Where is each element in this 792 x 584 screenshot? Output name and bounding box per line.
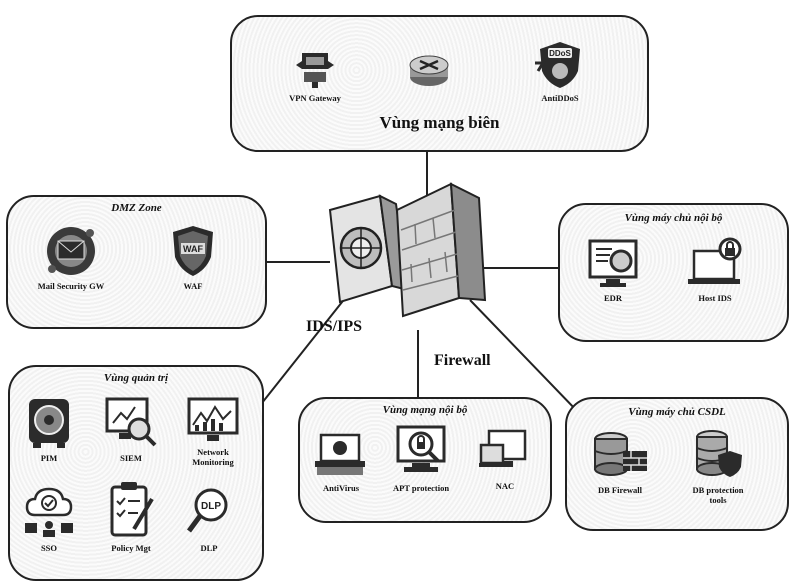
node-label: WAF bbox=[183, 281, 203, 291]
zone-internal-servers: Vùng máy chủ nội bộ EDR Host IDS bbox=[558, 203, 789, 342]
node-router bbox=[394, 47, 464, 93]
zone-title: Vùng mạng nội bộ bbox=[382, 404, 468, 416]
edr-monitor-icon bbox=[588, 239, 638, 287]
router-icon bbox=[409, 55, 449, 86]
nac-computer-icon bbox=[479, 429, 527, 467]
zone-internal-network: Vùng mạng nội bộ AntiVirus APT protectio… bbox=[298, 397, 552, 523]
vpn-gateway-icon bbox=[296, 53, 334, 88]
node-label: Host IDS bbox=[698, 293, 732, 303]
db-protection-icon bbox=[696, 430, 742, 477]
node-db-firewall: DB Firewall bbox=[585, 429, 655, 495]
waf-shield-icon: WAF bbox=[173, 226, 213, 276]
node-label: VPN Gateway bbox=[289, 93, 341, 103]
node-apt-protection: APT protection bbox=[386, 423, 456, 493]
firewall-label: Firewall bbox=[434, 352, 491, 369]
zone-management: Vùng quản trị PIM SIEM bbox=[8, 365, 264, 581]
node-mail-security: Mail Security GW bbox=[36, 223, 106, 291]
node-label: EDR bbox=[604, 293, 622, 303]
pim-safe-icon bbox=[29, 399, 69, 448]
zone-dmz: DMZ Zone Mail Security GW WAF WAF bbox=[6, 195, 267, 329]
link-database bbox=[469, 299, 579, 413]
dlp-badge: DLP bbox=[201, 501, 221, 512]
node-host-ids: Host IDS bbox=[680, 237, 750, 303]
node-dlp: DLP DLP bbox=[174, 485, 244, 553]
node-label: AntiDDoS bbox=[541, 93, 579, 103]
dlp-magnifier-icon: DLP bbox=[186, 488, 228, 533]
node-pim: PIM bbox=[14, 395, 84, 463]
node-waf: WAF WAF bbox=[158, 223, 228, 291]
mail-security-icon bbox=[47, 227, 95, 275]
node-network-monitoring: Network Monitoring bbox=[178, 395, 248, 467]
node-label: SIEM bbox=[120, 453, 142, 463]
db-firewall-icon bbox=[594, 432, 647, 476]
node-label: AntiVirus bbox=[322, 483, 360, 493]
siem-search-icon bbox=[105, 397, 157, 447]
node-vpn-gateway: VPN Gateway bbox=[280, 45, 350, 103]
zone-title: Vùng máy chủ CSDL bbox=[628, 406, 726, 418]
waf-badge: WAF bbox=[183, 244, 203, 254]
zone-title: Vùng quản trị bbox=[103, 372, 169, 384]
zone-title: DMZ Zone bbox=[111, 202, 162, 214]
zone-perimeter: VPN Gateway DDoS AntiDDoS Vùng mạng biên bbox=[230, 15, 649, 152]
ids-ips-label: IDS/IPS bbox=[306, 318, 363, 335]
link-management bbox=[257, 291, 351, 409]
firewall-device bbox=[395, 182, 487, 318]
apt-protection-icon bbox=[396, 425, 446, 472]
node-label: APT protection bbox=[392, 483, 450, 493]
node-label: DB protection tools bbox=[692, 485, 744, 505]
zone-title: Vùng máy chủ nội bộ bbox=[624, 212, 723, 224]
antivirus-laptop-icon bbox=[315, 433, 365, 475]
host-ids-laptop-icon bbox=[688, 237, 742, 284]
node-edr: EDR bbox=[578, 237, 648, 303]
node-label: DLP bbox=[200, 543, 218, 553]
node-label: Network Monitoring bbox=[192, 447, 234, 467]
zone-database: Vùng máy chủ CSDL DB Firewall DB protect… bbox=[565, 397, 789, 531]
network-monitoring-icon bbox=[187, 397, 239, 441]
node-db-protection: DB protection tools bbox=[683, 427, 753, 505]
anti-ddos-shield-icon: DDoS bbox=[535, 42, 580, 88]
zone-title: Vùng mạng biên bbox=[379, 113, 500, 132]
node-siem: SIEM bbox=[96, 395, 166, 463]
node-label: SSO bbox=[40, 543, 58, 553]
node-label: Policy Mgt bbox=[111, 543, 151, 553]
node-antiddos: DDoS AntiDDoS bbox=[525, 39, 595, 103]
node-label: Mail Security GW bbox=[37, 281, 105, 291]
node-label: PIM bbox=[40, 453, 58, 463]
ids-ips-device bbox=[328, 194, 410, 304]
node-label: DB Firewall bbox=[598, 485, 642, 495]
node-label: NAC bbox=[495, 481, 515, 491]
ddos-badge: DDoS bbox=[549, 49, 571, 58]
policy-clipboard-icon bbox=[110, 482, 154, 537]
node-policy-mgt: Policy Mgt bbox=[96, 479, 166, 553]
node-nac: NAC bbox=[470, 427, 540, 491]
sso-cloud-icon bbox=[25, 487, 73, 537]
node-antivirus: AntiVirus bbox=[306, 429, 376, 493]
node-sso: SSO bbox=[14, 485, 84, 553]
